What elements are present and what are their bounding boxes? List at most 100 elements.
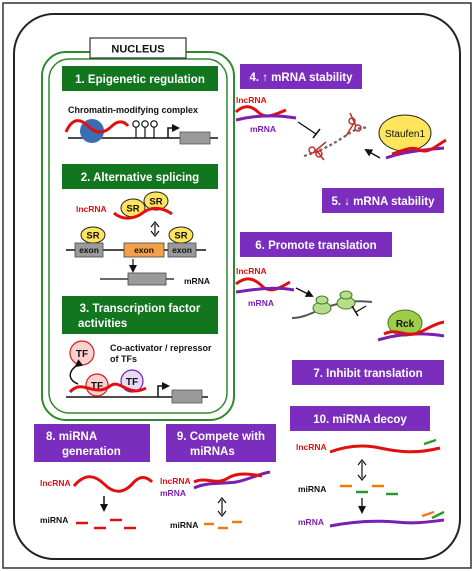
tf-label: TF bbox=[91, 381, 103, 392]
sr-label: SR bbox=[126, 204, 139, 215]
lncrna-label: lncRNA bbox=[296, 442, 327, 452]
ribosome bbox=[336, 290, 356, 310]
cell-outline bbox=[13, 13, 461, 560]
lncrna-strand bbox=[68, 382, 147, 394]
box-mrna-stability-down bbox=[322, 188, 444, 213]
lncrna-label: lncRNA bbox=[236, 95, 267, 105]
histone-marks bbox=[132, 120, 158, 138]
mirna-label: miRNA bbox=[170, 520, 198, 530]
lncrna-label: lncRNA bbox=[76, 204, 107, 214]
degraded-mrna bbox=[303, 126, 369, 158]
exon-label: exon bbox=[172, 245, 192, 255]
exon-block bbox=[74, 242, 104, 258]
exon-label: exon bbox=[134, 245, 154, 255]
lncrna-strand bbox=[235, 277, 291, 292]
mrna-strand bbox=[235, 286, 295, 294]
box-transcription-factor bbox=[62, 296, 218, 334]
box-promote-translation bbox=[240, 232, 392, 257]
lncrna-label: lncRNA bbox=[40, 478, 71, 488]
lncrna-strand bbox=[193, 472, 263, 484]
nucleus: NUCLEUS bbox=[41, 37, 235, 421]
inhibition-bar bbox=[312, 128, 321, 139]
arrowhead-down bbox=[150, 230, 160, 237]
arrowhead-down bbox=[357, 474, 367, 481]
mirna-bound bbox=[431, 510, 445, 520]
box-mrna-stability-down-label: 5. ↓ mRNA stability bbox=[331, 196, 435, 208]
inhibit-translation-section: 7. Inhibit translation bbox=[292, 360, 444, 385]
lncrna-strand bbox=[391, 138, 447, 156]
nucleus-inner-border bbox=[48, 58, 228, 414]
mrna-strand bbox=[385, 146, 445, 160]
box-compete-label-line1: 9. Compete with bbox=[177, 431, 265, 443]
ribosome bbox=[312, 295, 332, 315]
tf-label: TF bbox=[76, 349, 88, 360]
arrowhead-up bbox=[357, 459, 367, 466]
scissors-icon bbox=[308, 141, 327, 161]
box-mrna-stability-up-label: 4. ↑ mRNA stability bbox=[249, 72, 353, 84]
tf-label: TF bbox=[126, 377, 138, 388]
box-promote-translation-label: 6. Promote translation bbox=[255, 240, 376, 252]
box-inhibit-translation bbox=[292, 360, 444, 385]
tf-protein bbox=[120, 369, 144, 393]
box-transcription-factor-label-line2: activities bbox=[78, 318, 127, 330]
mrna-label: mRNA bbox=[184, 276, 210, 286]
mrna-stability-down-section: 5. ↓ mRNA stability bbox=[322, 188, 444, 213]
mirna-fragments bbox=[340, 484, 398, 496]
rck-label: Rck bbox=[396, 319, 415, 330]
degradation-arrow bbox=[364, 149, 381, 159]
box-alternative-splicing bbox=[62, 164, 218, 189]
mrna-strand bbox=[235, 114, 297, 122]
mirna-label: miRNA bbox=[40, 515, 68, 525]
compete-with-mirnas-section: 9. Compete with miRNAs lncRNA mRNA miRNA bbox=[160, 424, 276, 530]
mirna-generation-section: 8. miRNA generation lncRNA miRNA bbox=[34, 424, 154, 530]
mirna-label: miRNA bbox=[298, 484, 326, 494]
mrna-label: mRNA bbox=[248, 298, 274, 308]
box-compete-label-line2: miRNAs bbox=[190, 446, 235, 458]
sr-protein bbox=[143, 191, 169, 211]
box-transcription-factor-label-line1: 3. Transcription factor bbox=[80, 303, 201, 315]
lncrna-label: lncRNA bbox=[160, 476, 191, 486]
mrna-label: mRNA bbox=[298, 517, 324, 527]
tf-binding-arrow bbox=[69, 359, 84, 385]
arrowhead-up bbox=[217, 497, 227, 504]
coactivator-label-line2: of TFs bbox=[110, 354, 137, 364]
box-mirna-generation bbox=[34, 424, 150, 462]
box-epigenetic-regulation-label: 1. Epigenetic regulation bbox=[75, 74, 205, 86]
chromatin-complex-label: Chromatin-modifying complex bbox=[68, 105, 198, 115]
mrna-stability-up-section: 4. ↑ mRNA stability lncRNA mRNA Staufen1 bbox=[234, 64, 447, 161]
sr-label: SR bbox=[86, 231, 99, 242]
box-mirna-decoy bbox=[290, 406, 430, 431]
box-compete-with-mirnas bbox=[166, 424, 276, 462]
mirna-fragments bbox=[204, 520, 242, 530]
mrna-label: mRNA bbox=[160, 488, 186, 498]
inhibition-line bbox=[355, 305, 367, 313]
epigenetic-regulation-section: 1. Epigenetic regulation Chromatin-modif… bbox=[62, 66, 218, 145]
mrna-strand bbox=[329, 518, 445, 528]
lncrna-strand bbox=[234, 105, 287, 118]
alternative-splicing-section: 2. Alternative splicing lncRNA SR SR SR … bbox=[62, 164, 218, 286]
box-mirna-generation-label-line1: 8. miRNA bbox=[46, 431, 97, 443]
coactivator-label-line1: Co-activator / repressor bbox=[110, 343, 212, 353]
mirna-bound bbox=[421, 510, 435, 518]
promote-translation-section: 6. Promote translation lncRNA mRNA Rck bbox=[235, 232, 445, 342]
arrowhead-up bbox=[150, 221, 160, 228]
lncrna-strand bbox=[64, 119, 130, 134]
lncrna-strand bbox=[329, 444, 441, 454]
lncrna-strand bbox=[113, 206, 173, 220]
arrowhead-down bbox=[217, 510, 227, 517]
transcription-factor-section: 3. Transcription factor activities Co-ac… bbox=[62, 296, 218, 404]
mirna-bound bbox=[423, 438, 437, 446]
exon-label: exon bbox=[79, 245, 99, 255]
inhibition-line bbox=[297, 121, 317, 135]
box-alternative-splicing-label: 2. Alternative splicing bbox=[81, 172, 199, 184]
nucleus-label-box bbox=[89, 37, 187, 59]
box-epigenetic-regulation bbox=[62, 66, 218, 91]
mirna-decoy-section: 10. miRNA decoy lncRNA miRNA mRNA bbox=[290, 406, 445, 528]
transcription-start-arrow bbox=[157, 382, 170, 397]
gene-block bbox=[171, 389, 203, 404]
exon-block-alternative bbox=[123, 242, 165, 258]
box-mirna-decoy-label: 10. miRNA decoy bbox=[313, 414, 407, 426]
nucleus-title: NUCLEUS bbox=[111, 44, 164, 56]
lncrna-strand bbox=[383, 320, 445, 336]
